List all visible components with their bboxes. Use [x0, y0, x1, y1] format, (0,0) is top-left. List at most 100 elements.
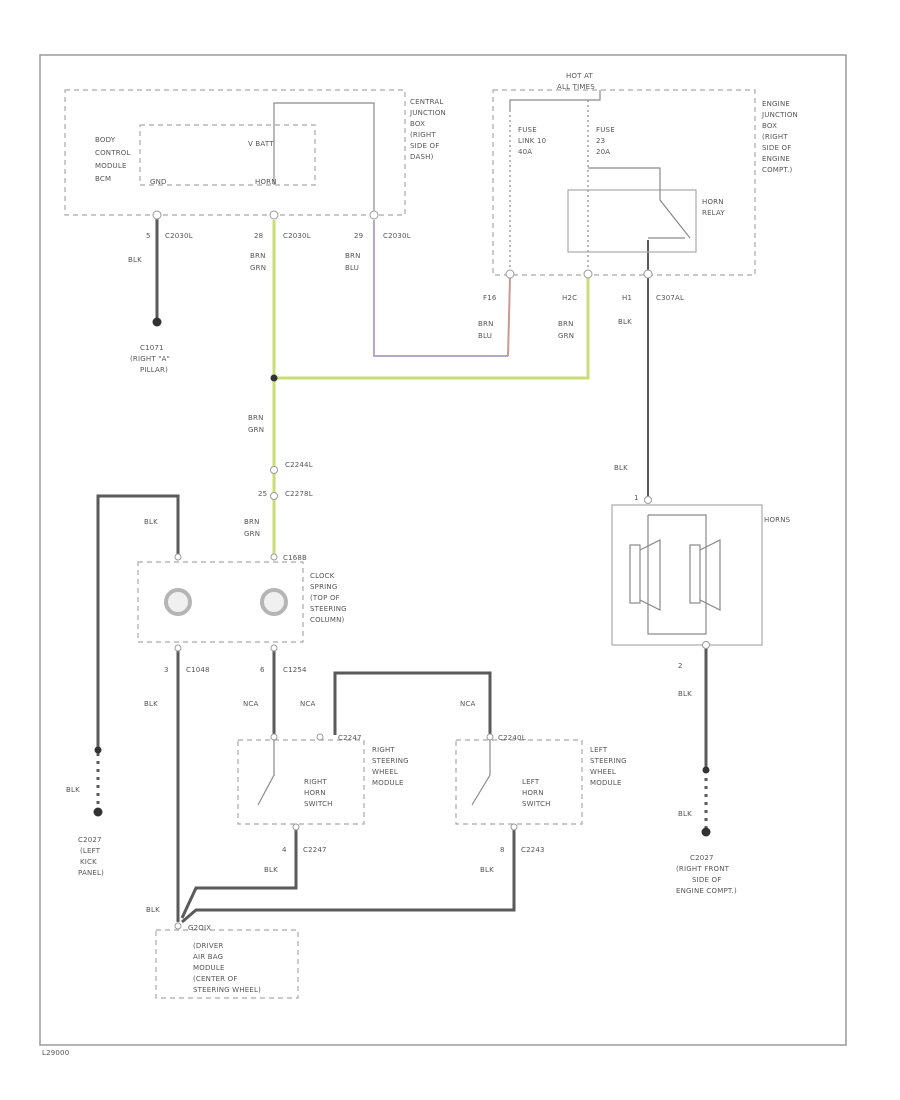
ejb-label-5: ENGINE [762, 155, 790, 163]
wire-brn-blu-b [507, 277, 511, 357]
wire-brn-grn-relay [274, 278, 590, 380]
g-c1071-1: (RIGHT "A" [130, 355, 170, 363]
driver-air-bag-module-outline [155, 929, 299, 999]
horn-left-icon [629, 544, 641, 604]
left-switch-color: BLK [480, 866, 494, 874]
bcm-outline [139, 124, 316, 186]
clock-pin-r: 6 [260, 666, 265, 674]
clock-blk-label: BLK [144, 700, 158, 708]
left-switch-pin-a [486, 733, 494, 741]
clock-spring-left-icon [164, 588, 192, 616]
horn-pin-in: 1 [634, 494, 639, 502]
left-switch-1: HORN [522, 789, 544, 797]
ejb-label-1: JUNCTION [761, 111, 798, 119]
hot-at-1: ALL TIMES [557, 83, 595, 91]
horn-ground-color: BLK [678, 810, 692, 818]
clock-conn-r: C1254 [283, 666, 307, 674]
splice-color-0: BRN [248, 414, 264, 422]
right-switch-0: RIGHT [304, 778, 327, 786]
bcm-label-1: CONTROL [95, 149, 131, 157]
ejb-label-4: SIDE OF [762, 144, 791, 152]
h1-pin: H1 [622, 294, 632, 302]
horn-in-color: BLK [614, 464, 628, 472]
pin28-color-1: GRN [250, 264, 266, 272]
g-c2027r-3: ENGINE COMPT.) [676, 887, 737, 895]
ejb-bus [509, 90, 601, 110]
horn-in-connector [644, 496, 652, 504]
g-bottom-pin [174, 922, 182, 930]
g-bottom-2: AIR BAG [193, 953, 223, 961]
right-module-1: STEERING [372, 757, 409, 765]
bcm-horn: HORN [255, 178, 277, 186]
g-c2027l-1: (LEFT [80, 847, 101, 855]
clock-label-1: SPRING [310, 583, 337, 591]
ejb-pin-h1 [643, 269, 653, 279]
splice-color-1: GRN [248, 426, 264, 434]
left-module-0: LEFT [590, 746, 608, 754]
horn-out-connector [702, 641, 710, 649]
clock-spring-right-icon [260, 588, 288, 616]
pin28-num: 28 [254, 232, 263, 240]
c2244-color-1: GRN [244, 530, 260, 538]
h1-conn: C307AL [656, 294, 684, 302]
fuse1-2: 40A [518, 148, 532, 156]
left-switch-0: LEFT [522, 778, 540, 786]
h2-pin: H2C [562, 294, 577, 302]
fuse2-0: FUSE [596, 126, 615, 134]
clock-left-color: BLK [144, 518, 158, 526]
c2244-color-0: BRN [244, 518, 260, 526]
clock-top-right-pin [270, 553, 278, 561]
g-bottom-4: (CENTER OF [193, 975, 238, 983]
pin5-color: BLK [128, 256, 142, 264]
wire-left-switch-ground [181, 827, 516, 924]
diagram-frame [39, 54, 847, 1046]
right-switch-pin-b [316, 733, 324, 741]
horn-left-bell [639, 539, 661, 611]
right-switch-pin-a [270, 733, 278, 741]
pin29-color-0: BRN [345, 252, 361, 260]
f16-color-0: BRN [478, 320, 494, 328]
splice-point [270, 374, 278, 382]
left-module-2: WHEEL [590, 768, 616, 776]
right-switch-contact [257, 740, 275, 806]
wire-brn-blu [373, 220, 508, 357]
right-steering-wheel-module-outline [237, 739, 365, 825]
engine-junction-box-outline [492, 89, 756, 276]
right-module-2: WHEEL [372, 768, 398, 776]
horn-relay-box [567, 189, 697, 253]
clock-bottom-right-pin [270, 644, 278, 652]
g-bottom-1: (DRIVER [193, 942, 224, 950]
fuse1-1: LINK 10 [518, 137, 546, 145]
horn-out-color: BLK [678, 690, 692, 698]
pin28-conn: C2030L [283, 232, 311, 240]
left-module-1: STEERING [590, 757, 627, 765]
right-switch-ground-conn: C2247 [303, 846, 327, 854]
horns-label: HORNS [764, 516, 791, 524]
g-bottom-0: G2OIX [188, 924, 211, 932]
clock-pin-l: 3 [164, 666, 169, 674]
right-switch-2: SWITCH [304, 800, 333, 808]
fuse2-2: 20A [596, 148, 610, 156]
left-switch-conn-b: C2243 [521, 846, 545, 854]
right-switch-1: HORN [304, 789, 326, 797]
ejb-pin-f16 [505, 269, 515, 279]
bcm-pin-5-connector [152, 210, 162, 220]
g-c2027l-3: PANEL) [78, 869, 104, 877]
horn-ground-dot [702, 766, 710, 774]
g-bottom-3: MODULE [193, 964, 225, 972]
central-junction-box-outline [64, 89, 406, 216]
fuse1-0: FUSE [518, 126, 537, 134]
h2-color-1: GRN [558, 332, 574, 340]
horn-right-icon [689, 544, 701, 604]
g-c2027r-1: (RIGHT FRONT [676, 865, 730, 873]
right-module-0: RIGHT [372, 746, 395, 754]
clock-conn-l: C1048 [186, 666, 210, 674]
horn-right-bell [699, 539, 721, 611]
ground-c2027-left [93, 807, 103, 817]
left-ground-dot [94, 746, 102, 754]
h2-color-0: BRN [558, 320, 574, 328]
f16-color-1: BLU [478, 332, 492, 340]
nca-label-2: NCA [300, 700, 316, 708]
left-switch-contact [471, 740, 491, 806]
nca-label-1: NCA [243, 700, 259, 708]
